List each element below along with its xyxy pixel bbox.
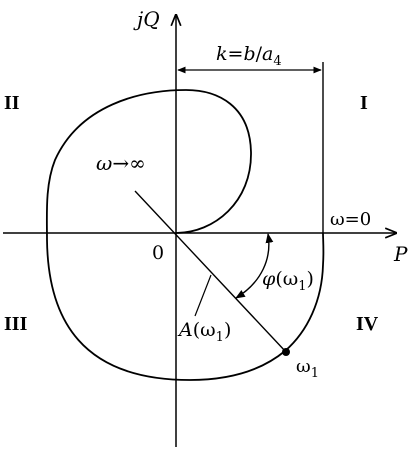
radius-vector (134, 190, 287, 353)
y-axis-label: jQ (133, 7, 160, 31)
quadrant-ii-label: II (4, 92, 20, 114)
omega1-point-label: ω1 (296, 356, 319, 381)
amplitude-leader-line (194, 274, 212, 317)
quadrant-i-label: I (360, 92, 368, 114)
quadrant-iii-label: III (4, 313, 28, 335)
quadrant-iv-label: IV (356, 313, 379, 335)
omega-infinity-label: ω→∞ (96, 151, 146, 175)
omega1-point (282, 348, 290, 356)
phase-angle-label: φ(ω1) (262, 268, 314, 294)
phase-arc (235, 233, 274, 299)
hodograph-curve (45, 89, 325, 381)
x-axis-label: P (393, 242, 408, 266)
origin-label: 0 (152, 242, 164, 264)
omega-zero-label: ω=0 (330, 209, 371, 230)
amplitude-label: A(ω1) (177, 319, 231, 345)
k-equation-label: k=b/a4 (216, 43, 282, 69)
